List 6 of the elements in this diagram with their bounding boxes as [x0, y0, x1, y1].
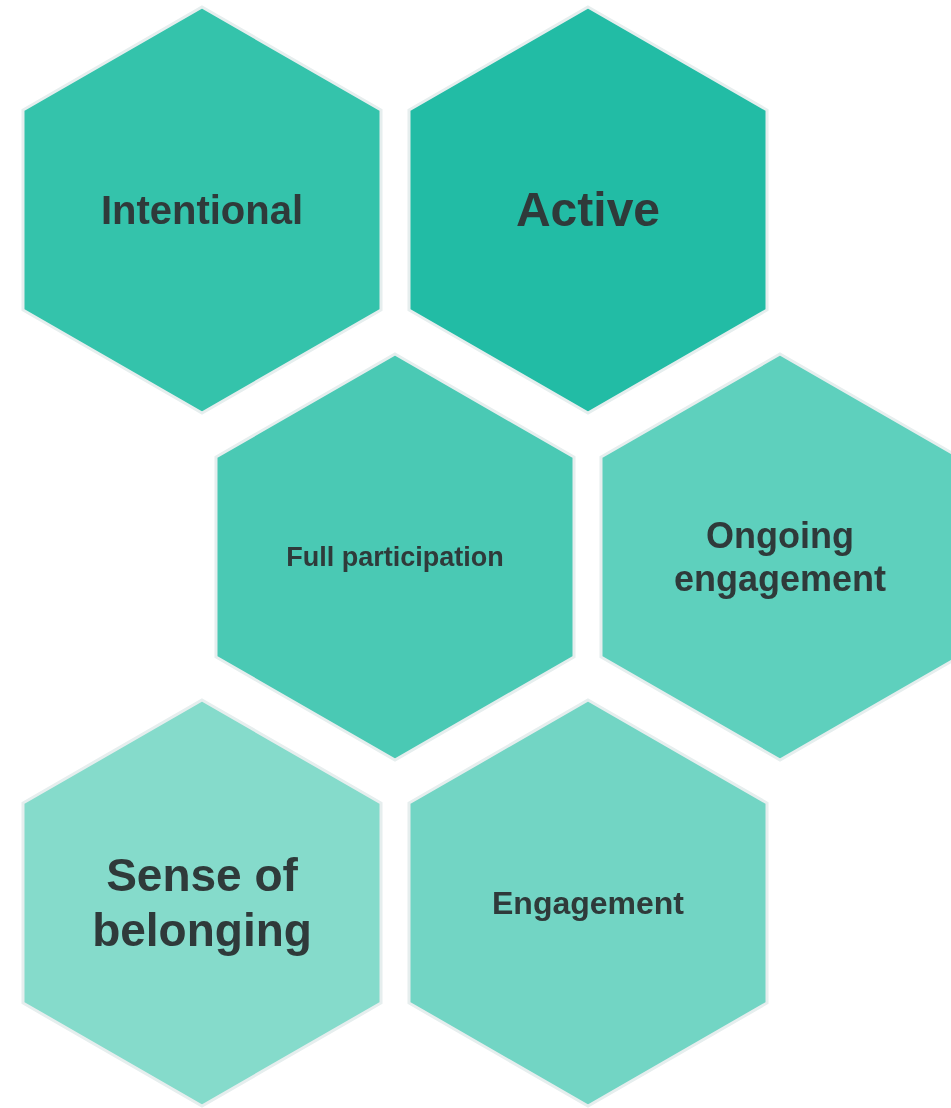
tile-label: Ongoing engagement	[672, 513, 887, 601]
tile-label: Full participation	[285, 540, 505, 574]
tile-label: Sense of belonging	[91, 847, 313, 958]
tile-label: Engagement	[491, 883, 685, 923]
tile-label: Active	[514, 182, 662, 239]
tile-label: Intentional	[99, 187, 305, 234]
